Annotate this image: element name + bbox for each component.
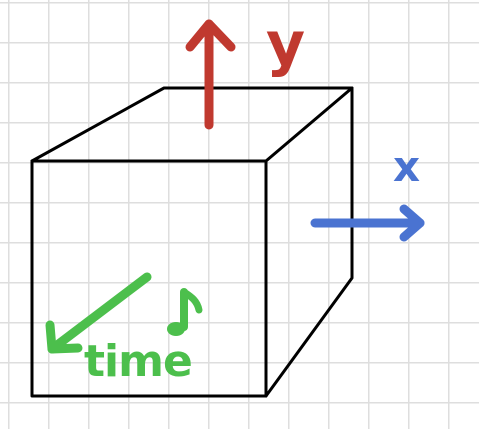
cube-top-face bbox=[30, 86, 354, 163]
music-note-icon bbox=[167, 288, 203, 336]
cube-side-face bbox=[264, 86, 354, 398]
time-axis-label: time bbox=[84, 336, 193, 387]
cube-front-face bbox=[30, 159, 268, 398]
y-axis-label: y bbox=[266, 9, 306, 79]
y-axis-arrow bbox=[185, 19, 236, 130]
x-axis-arrow bbox=[310, 204, 425, 242]
time-axis-arrow bbox=[45, 272, 152, 354]
x-axis-label: x bbox=[393, 142, 421, 191]
cube bbox=[30, 86, 354, 398]
